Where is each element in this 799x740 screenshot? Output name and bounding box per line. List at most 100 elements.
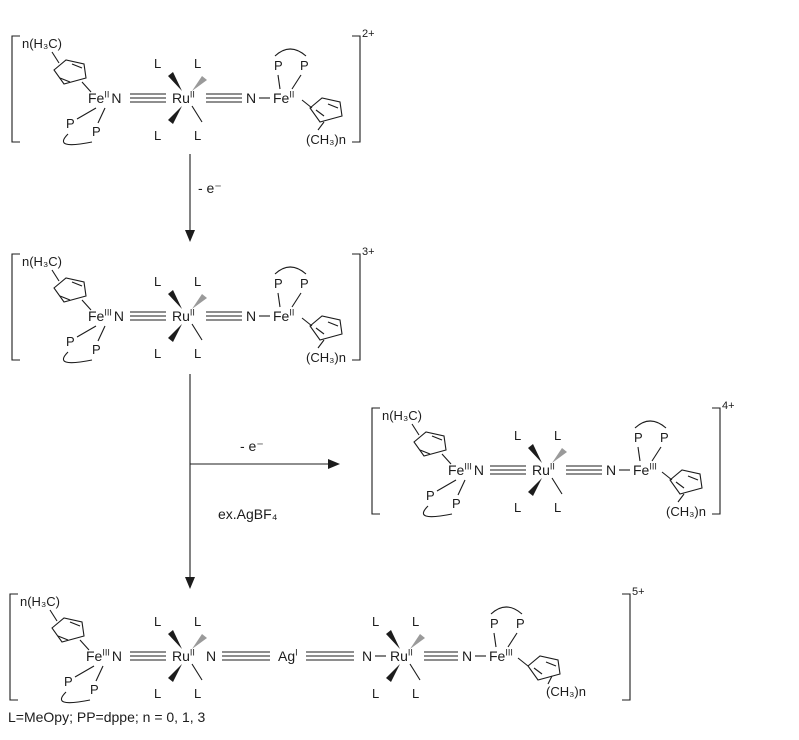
l-label: L: [154, 346, 162, 361]
l-label: L: [372, 686, 380, 701]
methyl-bond-right: [317, 339, 325, 349]
wedge-bond: [168, 630, 182, 649]
oxidation-state: III: [464, 461, 472, 472]
cp-methyl-right-label: (CH₃)n: [666, 504, 706, 519]
metal-symbol: Ag: [278, 648, 296, 664]
wedge-bond-gray: [410, 634, 425, 649]
ring-fe-bond-left: [81, 299, 92, 311]
ru-label: RuII: [532, 462, 555, 478]
p-label: P: [634, 430, 643, 445]
p-label: P: [64, 674, 73, 689]
l-label: L: [514, 428, 522, 443]
cp-ring-left: [413, 431, 447, 457]
fe-p-bond: [291, 292, 302, 308]
fe-p-bond: [651, 446, 662, 462]
ru-l-bond: [409, 663, 421, 681]
ru-l-bond: [191, 105, 203, 123]
cp-ring-right-inner-bond: [545, 661, 557, 667]
arrow-1-head: [185, 230, 195, 242]
l-label: L: [154, 128, 162, 143]
fe-right-label: FeII: [273, 90, 294, 106]
dppe-arc-right: [634, 420, 667, 429]
p-label: P: [426, 488, 435, 503]
bracket-left: [11, 35, 20, 143]
oxidation-state: I: [295, 647, 298, 658]
metal-symbol: Ru: [172, 308, 190, 324]
methyl-bond-left: [49, 609, 58, 622]
dppe-arc-right: [274, 266, 307, 275]
fe-ring-bond-right: [301, 99, 313, 109]
cp-ring-left: [51, 617, 85, 643]
n-label: N: [206, 648, 217, 664]
n-label: N: [246, 90, 257, 106]
structure-5plus-bonds: [9, 593, 631, 704]
n-label: N: [246, 308, 257, 324]
p-label: P: [490, 616, 499, 631]
cp-ring-left: [53, 59, 87, 85]
structure-4plus-bonds: [371, 407, 721, 518]
cp-ring-right-inner-bond: [687, 475, 699, 481]
l-label: L: [554, 428, 562, 443]
ring-fe-bond-left: [441, 453, 452, 465]
charge-label: 4+: [722, 400, 735, 412]
n-label: N: [362, 648, 373, 664]
fe-ring-bond-right: [301, 317, 313, 327]
wedge-bond: [386, 664, 400, 682]
p-label: P: [660, 430, 669, 445]
fe-p-bond: [74, 665, 95, 678]
arrow-3-label: ex.AgBF₄: [218, 506, 278, 522]
charge-label: 2+: [362, 28, 375, 40]
fe-p-bond: [637, 446, 641, 462]
wedge-bond: [528, 444, 542, 463]
oxidation-state: III: [505, 647, 513, 658]
cp-ring-right-inner-bond: [327, 103, 339, 109]
dppe-arc-right: [274, 48, 307, 57]
fe-p-bond: [277, 292, 281, 308]
wedge-bond: [168, 324, 182, 342]
arrow-1-label: - e⁻: [198, 180, 222, 196]
oxidation-state: II: [189, 89, 195, 100]
p-label: P: [90, 682, 99, 697]
metal-symbol: Ru: [532, 462, 550, 478]
metal-symbol: Fe: [88, 90, 105, 106]
metal-symbol: Ru: [390, 648, 408, 664]
fe-p-bond: [97, 107, 106, 124]
cp-ring-left-inner-bond: [59, 77, 71, 83]
charge-label: 3+: [362, 246, 375, 258]
l-label: L: [412, 614, 420, 629]
l-label: L: [372, 614, 380, 629]
oxidation-state: II: [289, 89, 295, 100]
wedge-bond: [386, 630, 400, 649]
ru1-label: RuII: [172, 648, 195, 664]
p-label: P: [274, 276, 283, 291]
wedge-bond-gray: [192, 294, 207, 309]
ring-fe-bond-left: [81, 81, 92, 93]
ru-l-bond: [191, 663, 203, 681]
metal-symbol: Ru: [172, 90, 190, 106]
fe-ring-bond-right: [661, 471, 673, 481]
l-label: L: [194, 56, 202, 71]
oxidation-state: II: [189, 647, 195, 658]
cp-ring-left-inner-bond: [419, 449, 431, 455]
n-label: N: [113, 308, 124, 324]
p-label: P: [452, 496, 461, 511]
dppe-arc-left: [422, 505, 453, 518]
cp-methyl-right-label: (CH₃)n: [546, 684, 586, 699]
dppe-arc-left: [60, 691, 91, 704]
cp-ring-left-inner-bond: [71, 63, 83, 69]
cp-ring-left-inner-bond: [431, 435, 443, 441]
wedge-bond: [528, 478, 542, 496]
l-label: L: [194, 274, 202, 289]
oxidation-state: II: [104, 89, 110, 100]
bracket-left: [371, 407, 380, 515]
metal-symbol: Fe: [448, 462, 465, 478]
cp-methyl-left-label: n(H₃C): [20, 594, 60, 609]
p-label: P: [300, 58, 309, 73]
legend-text: L=MeOpy; PP=dppe; n = 0, 1, 3: [8, 709, 206, 725]
n-label: N: [462, 648, 473, 664]
